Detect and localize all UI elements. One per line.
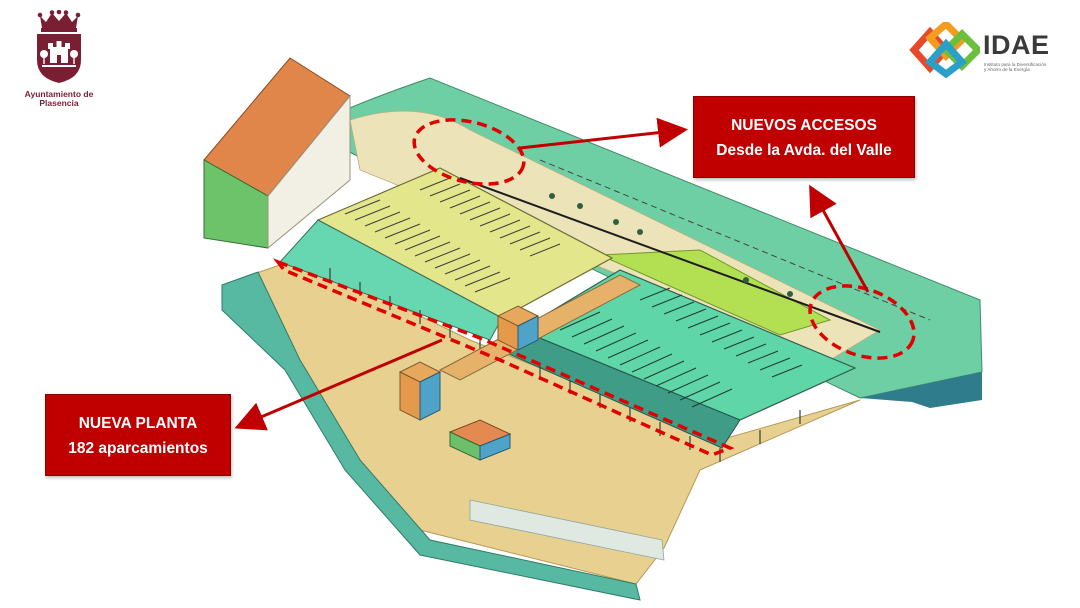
arrow-to-access-right [809,184,870,293]
new-plant-outline [272,258,735,457]
logo-caption-line1: Ayuntamiento de [24,89,94,99]
arrow-to-plant-label [234,338,443,431]
idae-subtitle: Instituto para la Diversificación y Ahor… [984,62,1064,73]
teal-deck-stripes [559,287,803,408]
callout-access-line2: Desde la Avda. del Valle [716,142,892,159]
yellow-deck-stripes [344,177,561,293]
callout-plant-line2: 182 aparcamientos [68,440,208,457]
access-highlight-left [412,118,526,186]
idae-diamond-icon [909,19,983,79]
stair-tower-front [398,361,442,421]
kiosk-building [448,419,512,461]
left-teal-curb [221,271,641,601]
idae-subtitle-line1: Instituto para la Diversificación [984,62,1047,67]
callout-access-line1: NUEVOS ACCESOS [731,117,877,134]
arrow-to-access-left [519,117,688,150]
callout-plant-line1: NUEVA PLANTA [78,415,198,432]
ground-slab-edge [860,372,982,408]
coat-of-arms-icon [37,9,81,83]
logo-caption-line2: Plasencia [39,98,79,108]
back-road-dashes [539,159,931,321]
green-planter [599,249,832,336]
access-highlight-right [808,284,916,360]
ayuntamiento-plasencia-logo: Ayuntamiento de Plasencia [18,9,100,110]
idae-subtitle-line2: y Ahorro de la Energía [984,67,1030,73]
idae-wordmark: IDAE [983,30,1050,60]
stair-tower-middle [496,305,540,351]
pedestrian-bridge [438,274,642,381]
lower-road-strip [469,499,665,561]
idae-logo: IDAE Instituto para la Diversificación y… [908,19,1058,82]
callout-new-plant: NUEVA PLANTA 182 aparcamientos [45,394,231,476]
adjacent-building-side [267,94,351,250]
callout-new-accesses: NUEVOS ACCESOS Desde la Avda. del Valle [693,96,915,178]
palm-trees [549,193,793,297]
